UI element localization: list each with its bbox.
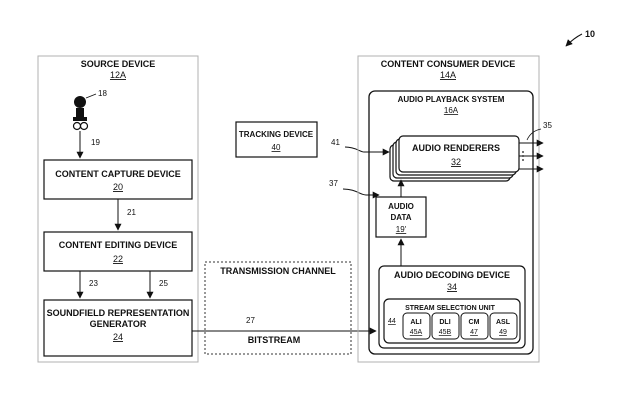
soundfield-generator-label-line1: SOUNDFIELD REPRESENTATION bbox=[47, 308, 190, 318]
consumer-device-id: 14A bbox=[440, 70, 456, 80]
microphone-ref-label: 18 bbox=[98, 89, 107, 98]
renderer-output-ref-label: 35 bbox=[543, 121, 552, 130]
tracking-arrow bbox=[344, 146, 390, 156]
source-device-frame bbox=[37, 55, 199, 363]
sub-unit-asl-name: ASL bbox=[496, 319, 511, 326]
audio-renderers-stack bbox=[389, 135, 520, 182]
content-editing-device-label: CONTENT EDITING DEVICE bbox=[59, 240, 178, 250]
audio-renderers-id: 32 bbox=[451, 157, 461, 167]
transmission-channel-title: TRANSMISSION CHANNEL bbox=[220, 266, 336, 276]
arrow-capture-ref-label: 21 bbox=[127, 208, 136, 217]
tracking-arrow-ref-label: 41 bbox=[331, 138, 340, 147]
content-capture-device-id: 20 bbox=[113, 182, 123, 192]
content-editing-device-id: 22 bbox=[113, 254, 123, 264]
audio-renderers-label: AUDIO RENDERERS bbox=[412, 143, 500, 153]
audio-decoding-device-label: AUDIO DECODING DEVICE bbox=[394, 270, 510, 280]
sub-unit-ali-name: ALI bbox=[410, 319, 421, 326]
figure-ref-label: 10 bbox=[585, 29, 595, 39]
tracking-device-id: 40 bbox=[272, 143, 281, 152]
content-capture-device-box bbox=[43, 159, 193, 200]
sub-unit-ali-id: 45A bbox=[410, 329, 423, 336]
microphone-icon bbox=[72, 96, 89, 131]
source-device-title: SOURCE DEVICE bbox=[81, 59, 156, 69]
arrow-edit-left-ref-label: 23 bbox=[89, 279, 98, 288]
audio-data-label-line2: DATA bbox=[390, 213, 411, 222]
soundfield-generator-id: 24 bbox=[113, 332, 123, 342]
audio-playback-system-id: 16A bbox=[444, 106, 459, 115]
sub-unit-cm-id: 47 bbox=[470, 329, 478, 336]
transmission-channel-frame bbox=[204, 261, 352, 355]
sub-unit-dli-name: DLI bbox=[439, 319, 450, 326]
source-device-id: 12A bbox=[110, 70, 126, 80]
tracking-device-box bbox=[235, 121, 318, 158]
stream-selection-unit-id: 44 bbox=[388, 318, 396, 325]
arrow-37 bbox=[342, 188, 380, 199]
figure-ref-arrow bbox=[565, 33, 583, 47]
consumer-device-frame bbox=[357, 55, 540, 363]
audio-playback-system-frame bbox=[368, 90, 534, 355]
consumer-device-title: CONTENT CONSUMER DEVICE bbox=[381, 59, 516, 69]
soundfield-generator-label-line2: GENERATOR bbox=[90, 319, 147, 329]
sub-unit-ali: ALI 45A bbox=[402, 312, 431, 340]
content-capture-device-label: CONTENT CAPTURE DEVICE bbox=[55, 169, 181, 179]
sub-unit-cm: CM 47 bbox=[460, 312, 489, 340]
arrow-mic-ref-label: 19 bbox=[91, 138, 100, 147]
sub-unit-cm-name: CM bbox=[469, 319, 480, 326]
sub-unit-dli: DLI 45B bbox=[431, 312, 460, 340]
tracking-device-label: TRACKING DEVICE bbox=[239, 130, 314, 139]
audio-data-id: 19' bbox=[396, 225, 407, 234]
sub-unit-dli-id: 45B bbox=[439, 329, 452, 336]
audio-decoding-device-id: 34 bbox=[447, 282, 457, 292]
renderer-output-arrows bbox=[519, 139, 544, 173]
bitstream-ref-label: 27 bbox=[246, 316, 255, 325]
arrow-edit-right-ref-label: 25 bbox=[159, 279, 168, 288]
audio-data-label-line1: AUDIO bbox=[388, 202, 414, 211]
microphone-ref-leader bbox=[85, 93, 97, 99]
soundfield-generator-box bbox=[43, 299, 193, 357]
bitstream-label: BITSTREAM bbox=[248, 335, 301, 345]
audio-data-box bbox=[375, 196, 427, 238]
stream-selection-unit-label: STREAM SELECTION UNIT bbox=[405, 305, 496, 312]
audio-playback-system-title: AUDIO PLAYBACK SYSTEM bbox=[398, 95, 505, 104]
content-editing-device-box bbox=[43, 231, 193, 272]
renderer-output-ref-leader bbox=[526, 128, 542, 141]
sub-unit-asl-id: 49 bbox=[499, 329, 507, 336]
arrow-37-ref-label: 37 bbox=[329, 179, 338, 188]
sub-unit-asl: ASL 49 bbox=[489, 312, 518, 340]
